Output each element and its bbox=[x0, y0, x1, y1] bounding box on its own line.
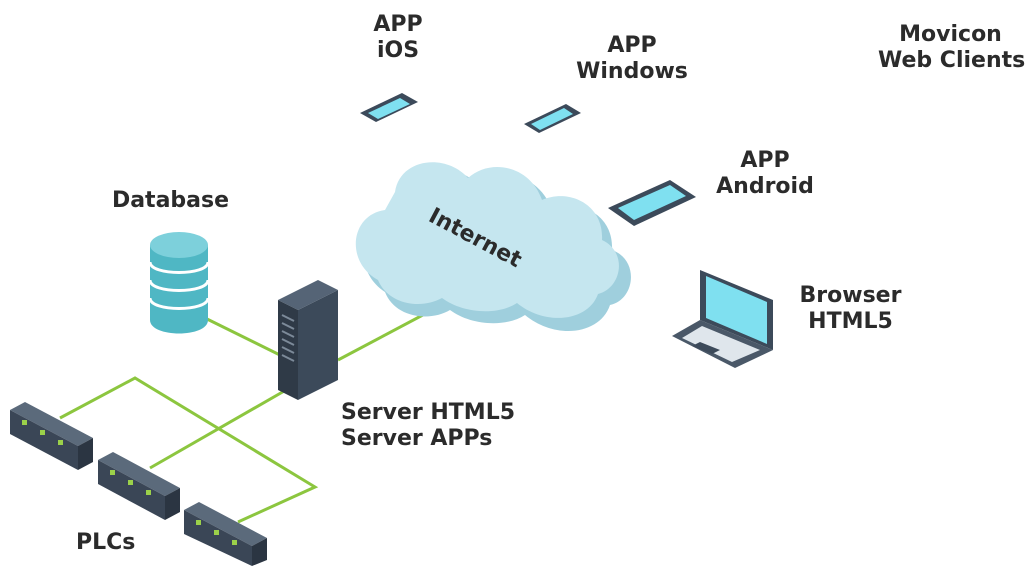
app-ios-label: APP iOS bbox=[368, 12, 428, 64]
server-line1: Server HTML5 bbox=[341, 400, 516, 425]
database-label-text: Database bbox=[111, 188, 230, 213]
ios-phone-icon bbox=[360, 93, 418, 122]
browser-line2: HTML5 bbox=[808, 309, 893, 334]
browser-html5-label: Browser HTML5 bbox=[788, 283, 913, 335]
server-icon bbox=[278, 280, 338, 400]
app-windows-label: APP Windows bbox=[572, 33, 692, 85]
movicon-line2: Web Clients bbox=[878, 48, 1026, 73]
app-android-line1: APP bbox=[740, 148, 790, 173]
internet-cloud bbox=[355, 162, 631, 332]
server-label: Server HTML5 Server APPs bbox=[341, 400, 531, 452]
app-ios-line2: iOS bbox=[376, 38, 420, 63]
server-line2: Server APPs bbox=[341, 426, 493, 451]
database-icon bbox=[148, 232, 210, 334]
plcs-label-text: PLCs bbox=[76, 530, 136, 555]
plcs-label: PLCs bbox=[76, 530, 156, 556]
browser-line1: Browser bbox=[799, 283, 902, 308]
windows-phone-icon bbox=[524, 104, 581, 133]
app-android-line2: Android bbox=[716, 174, 814, 199]
plc-icon-1 bbox=[10, 402, 93, 470]
connector-plc-grid bbox=[59, 376, 319, 524]
movicon-web-clients-label: Movicon Web Clients bbox=[878, 22, 1026, 74]
android-tablet-icon bbox=[608, 180, 696, 226]
plc-icon-3 bbox=[184, 502, 267, 566]
app-ios-line1: APP bbox=[373, 12, 423, 37]
cloud-body bbox=[355, 162, 619, 318]
app-windows-line1: APP bbox=[607, 33, 657, 58]
database-label: Database bbox=[108, 188, 233, 214]
app-android-label: APP Android bbox=[710, 148, 820, 200]
plc-icon-2 bbox=[98, 452, 180, 520]
app-windows-line2: Windows bbox=[576, 59, 688, 84]
movicon-line1: Movicon bbox=[899, 22, 1002, 47]
laptop-icon bbox=[672, 270, 773, 368]
connector-database-server bbox=[204, 316, 291, 362]
